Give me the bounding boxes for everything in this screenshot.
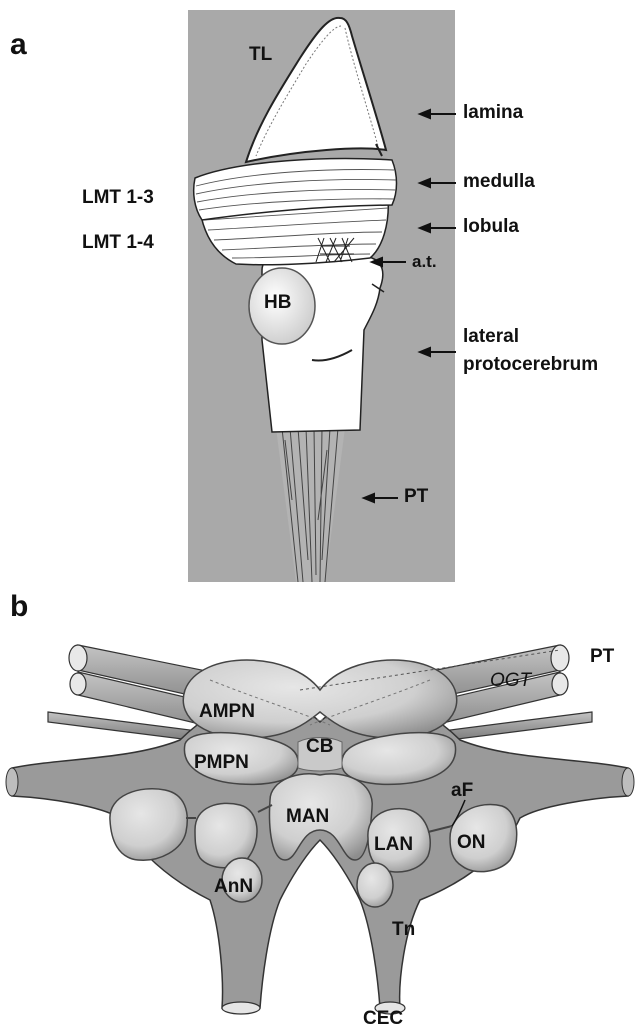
- label-lmt-1-3: LMT 1-3: [82, 187, 154, 209]
- label-pmpn: PMPN: [194, 752, 249, 774]
- label-cec: CEC: [363, 1008, 403, 1030]
- label-lobula: lobula: [463, 216, 519, 238]
- projection-tracts-b: [48, 645, 592, 748]
- label-lateral: lateral: [463, 326, 519, 348]
- ampn-neuropil: [183, 660, 456, 738]
- left-lateral-lobe: [110, 789, 187, 860]
- panel-a-diagram: [0, 0, 641, 590]
- label-ampn: AMPN: [199, 701, 255, 723]
- label-medulla: medulla: [463, 171, 535, 193]
- label-tl: TL: [249, 44, 272, 66]
- label-cb: CB: [306, 736, 333, 758]
- label-protocerebrum: protocerebrum: [463, 354, 598, 376]
- label-pt-b: PT: [590, 646, 614, 668]
- label-pt-a: PT: [404, 486, 428, 508]
- label-tn: Tn: [392, 919, 415, 941]
- label-lamina: lamina: [463, 102, 523, 124]
- label-lmt-1-4: LMT 1-4: [82, 232, 154, 254]
- tn-neuropil: [357, 863, 393, 907]
- panel-b-letter: b: [10, 590, 28, 624]
- label-af: aF: [451, 780, 473, 802]
- label-ogt: OGT: [490, 670, 531, 692]
- label-on: ON: [457, 832, 486, 854]
- label-lan: LAN: [374, 834, 413, 856]
- label-man: MAN: [286, 806, 329, 828]
- label-hb: HB: [264, 292, 291, 314]
- label-ann: AnN: [214, 876, 253, 898]
- label-at: a.t.: [412, 252, 437, 272]
